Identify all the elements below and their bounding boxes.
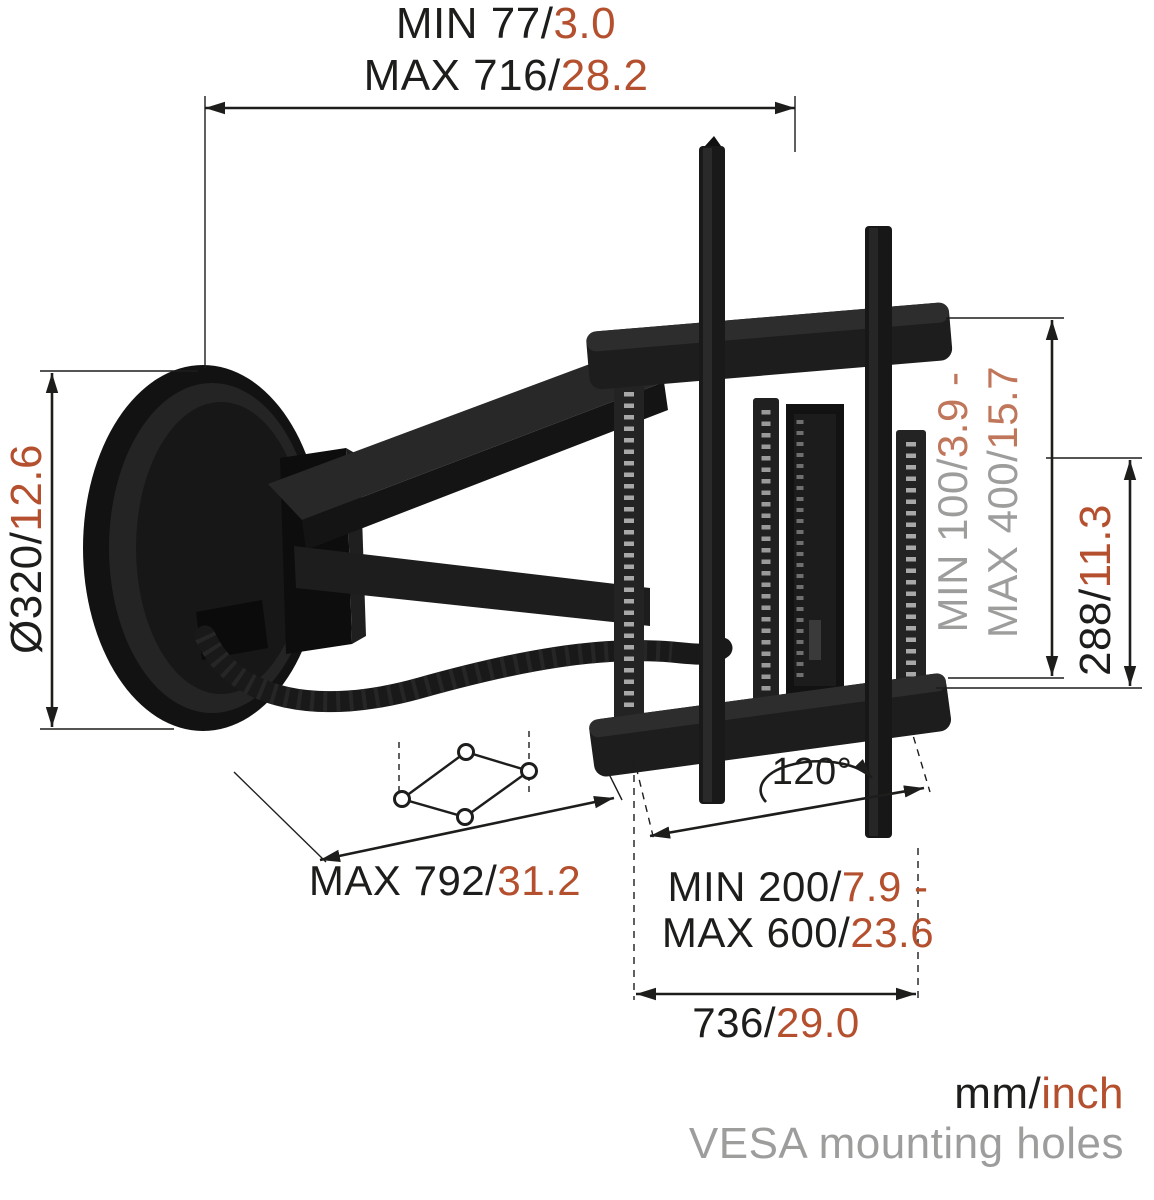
extension-lines	[40, 96, 1142, 863]
swivel-pattern-icon	[393, 731, 538, 826]
adapter-bar-right	[865, 226, 892, 838]
dimension-bracket-width: 736/29.0	[628, 1000, 924, 1046]
vesa-vertical-min-inch: 3.9 -	[929, 371, 976, 459]
vesa-vertical-max-mm: MAX 400/	[979, 449, 1026, 639]
vesa-footnote-text: VESA mounting holes	[688, 1119, 1124, 1168]
dimension-max-reach: MAX 792/31.2	[295, 858, 595, 904]
bracket-width-inch: 29.0	[776, 999, 860, 1046]
vesa-horizontal-max-inch: 23.6	[850, 909, 935, 956]
depth-min-mm: MIN 77/	[395, 0, 554, 48]
vesa-horizontal-min: MIN 200/7.9 -	[618, 864, 978, 910]
vesa-strip-left	[614, 380, 644, 726]
plate-diameter-mm: Ø320/	[2, 531, 51, 655]
dimension-vesa-vertical: MIN 100/3.9 - MAX 400/15.7	[928, 292, 1028, 712]
dimension-plate-diameter: Ø320/12.6	[2, 349, 51, 749]
bracket-width-mm: 736/	[692, 999, 776, 1046]
bracket-height-mm: 288/	[1071, 588, 1120, 677]
max-reach-inch: 31.2	[497, 857, 582, 904]
units-legend: mm/inch	[954, 1068, 1124, 1120]
vesa-horizontal-min-mm: MIN 200/	[667, 863, 842, 910]
dimension-depth-max: MAX 716/28.2	[206, 50, 806, 102]
vesa-vertical-max: MAX 400/15.7	[978, 292, 1028, 712]
dimension-depth: MIN 77/3.0 MAX 716/28.2	[206, 0, 806, 102]
depth-max-inch: 28.2	[560, 51, 649, 100]
depth-min-inch: 3.0	[553, 0, 617, 48]
dimension-vesa-horizontal: MIN 200/7.9 - MAX 600/23.6	[618, 864, 978, 956]
vesa-horizontal-min-inch: 7.9 -	[841, 863, 929, 910]
vesa-footnote: VESA mounting holes	[689, 1118, 1124, 1170]
rotation-arrow-icon	[759, 759, 873, 803]
bracket-height-inch: 11.3	[1071, 504, 1120, 589]
motor-panel	[786, 404, 844, 694]
vesa-strip-right	[896, 430, 926, 710]
units-mm-label: mm/	[954, 1069, 1042, 1118]
dimension-arrow-max-reach	[319, 796, 615, 862]
brand-plate	[809, 620, 821, 660]
max-reach-mm: MAX 792/	[308, 857, 498, 904]
wall-mount-illustration	[83, 136, 953, 838]
units-inch-label: inch	[1041, 1069, 1124, 1118]
swivel-angle-label: 120°	[758, 752, 866, 792]
vesa-vertical-min: MIN 100/3.9 -	[928, 292, 978, 712]
lower-arm	[294, 546, 650, 626]
vesa-vertical-min-mm: MIN 100/	[929, 458, 976, 633]
depth-max-mm: MAX 716/	[363, 51, 561, 100]
adapter-bar-left	[699, 136, 725, 804]
vesa-horizontal-max-mm: MAX 600/	[661, 909, 851, 956]
upper-arm	[268, 352, 668, 550]
plate-diameter-inch: 12.6	[2, 444, 51, 532]
bottom-rail	[589, 673, 952, 777]
swivel-angle-value: 120°	[771, 751, 853, 793]
dimension-bracket-height: 288/11.3	[1071, 440, 1120, 740]
cable	[194, 625, 733, 713]
vesa-horizontal-max: MAX 600/23.6	[618, 910, 978, 956]
dimension-arrow-vesa-horizontal	[649, 785, 925, 839]
vesa-strip-mid	[753, 398, 779, 704]
top-rail	[586, 302, 953, 390]
dimension-depth-min: MIN 77/3.0	[206, 0, 806, 50]
dimension-lines	[40, 96, 1142, 1001]
vesa-vertical-max-inch: 15.7	[979, 365, 1026, 450]
